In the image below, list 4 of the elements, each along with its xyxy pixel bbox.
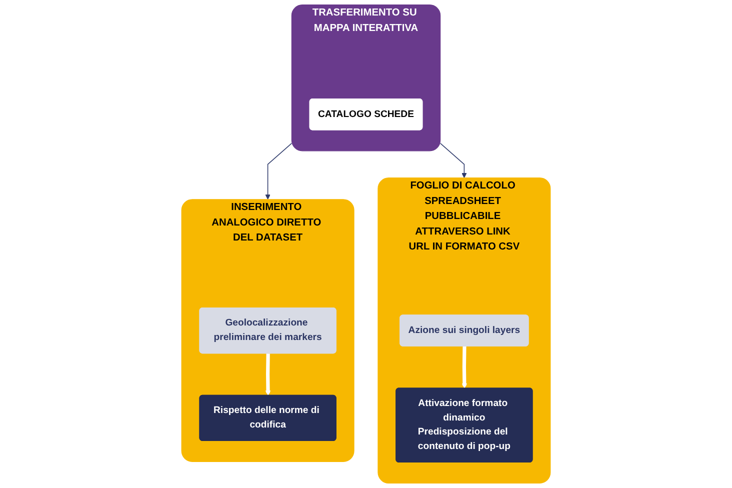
arrow bbox=[440, 142, 467, 178]
arrow bbox=[462, 346, 468, 389]
arrow bbox=[265, 142, 292, 200]
arrow bbox=[265, 354, 271, 396]
